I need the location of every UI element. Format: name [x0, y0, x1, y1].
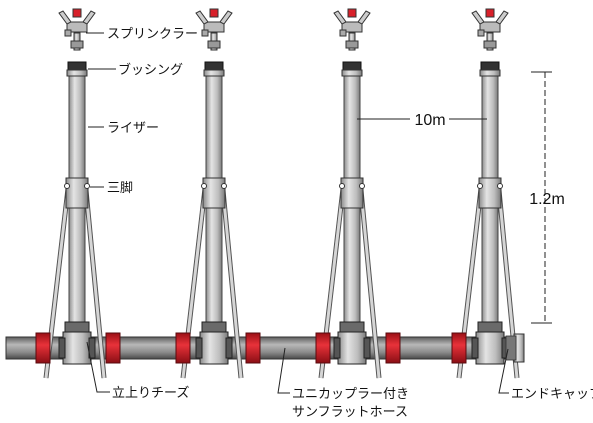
sprinkler-bearing	[345, 40, 359, 49]
sprinkler-arm	[66, 21, 88, 33]
sprinkler-unit	[318, 8, 382, 379]
clamp-bolt	[477, 183, 483, 189]
sprinkler-nozzle	[82, 10, 96, 25]
sprinkler-nozzle	[195, 10, 209, 25]
tripod-leg-highlight	[83, 179, 106, 379]
sprinkler-nozzle	[219, 10, 233, 25]
tee-nut	[333, 337, 341, 359]
sprinkler-unit	[43, 8, 107, 379]
end-cap-label: エンドキャップ	[511, 387, 593, 402]
tee-label: 立上りチーズ	[112, 385, 189, 401]
tripod-label: 三脚	[107, 180, 133, 196]
sprinkler-spring	[347, 8, 357, 18]
sprinkler-unit	[456, 8, 520, 379]
sprinkler-nozzle	[333, 10, 347, 25]
coupler	[385, 332, 401, 364]
hose-label-line2: サンフラットホース	[292, 405, 408, 420]
coupler	[105, 332, 121, 364]
height-label: 1.2m	[529, 191, 565, 208]
sprinkler-spring	[72, 8, 82, 18]
tripod-clamp	[65, 177, 89, 209]
bushing	[67, 61, 87, 71]
bushing-label: ブッシング	[118, 62, 183, 78]
tripod-clamp	[340, 177, 364, 209]
sprinkler-nozzle	[495, 10, 509, 25]
spacing-label: 10m	[414, 112, 445, 129]
clamp-bolt	[497, 183, 503, 189]
sprinkler-label: スプリンクラー	[107, 27, 198, 42]
tripod-leg-highlight	[358, 179, 381, 379]
sprinkler-arm	[479, 21, 501, 33]
callout-lines	[86, 32, 509, 394]
coupler	[175, 332, 191, 364]
clamp-bolt	[201, 183, 207, 189]
tee-nut	[58, 337, 66, 359]
bushing	[342, 61, 362, 71]
sprinkler-spring	[209, 8, 219, 18]
sprinkler-bracket	[339, 29, 347, 37]
sprinkler-arm	[203, 21, 225, 33]
tee-body	[475, 331, 505, 365]
sprinkler-spring	[485, 8, 495, 18]
bushing	[204, 61, 224, 71]
sprinkler-arm	[341, 21, 363, 33]
tripod-leg-highlight	[220, 179, 243, 379]
bushing-collar	[203, 69, 225, 77]
tee-nut	[225, 337, 233, 359]
coupler	[35, 332, 51, 364]
height-dimension	[531, 71, 552, 324]
sprinkler-nozzle	[471, 10, 485, 25]
tripod	[318, 179, 382, 379]
bushing-collar	[479, 69, 501, 77]
impact-sprinkler-icon	[58, 8, 96, 51]
coupler	[245, 332, 261, 364]
sprinkler-units	[43, 8, 520, 379]
tee-nut	[363, 337, 371, 359]
impact-sprinkler-icon	[471, 8, 509, 51]
impact-sprinkler-icon	[195, 8, 233, 51]
sprinkler-bracket	[477, 29, 485, 37]
tee-nut	[195, 337, 203, 359]
tripod-clamp	[202, 177, 226, 209]
bushing-collar	[66, 69, 88, 77]
riser-label: ライザー	[107, 121, 159, 136]
sprinkler-bracket	[64, 29, 72, 37]
tee-body	[337, 331, 367, 365]
bushing-collar	[341, 69, 363, 77]
tee-body	[199, 331, 229, 365]
clamp-bolt	[359, 183, 365, 189]
tee-nut	[88, 337, 96, 359]
hose-label-line1: ユニカップラー付き	[292, 387, 409, 402]
sprinkler-unit	[180, 8, 244, 379]
clamp-bolt	[339, 183, 345, 189]
end-cap	[505, 333, 525, 363]
coupler	[451, 332, 467, 364]
sprinkler-bearing	[483, 40, 497, 49]
bushing	[480, 61, 500, 71]
clamp-bolt	[64, 183, 70, 189]
hose-couplers	[35, 332, 467, 364]
tripod-clamp	[478, 177, 502, 209]
clamp-bolt	[221, 183, 227, 189]
sprinkler-bearing	[70, 40, 84, 49]
sprinkler-nozzle	[357, 10, 371, 25]
sprinkler-nozzle	[58, 10, 72, 25]
tee-body	[62, 331, 92, 365]
sprinkler-bearing	[207, 40, 221, 49]
impact-sprinkler-icon	[333, 8, 371, 51]
tee-nut	[471, 337, 479, 359]
sprinkler-bracket	[201, 29, 209, 37]
clamp-bolt	[84, 183, 90, 189]
coupler	[315, 332, 331, 364]
